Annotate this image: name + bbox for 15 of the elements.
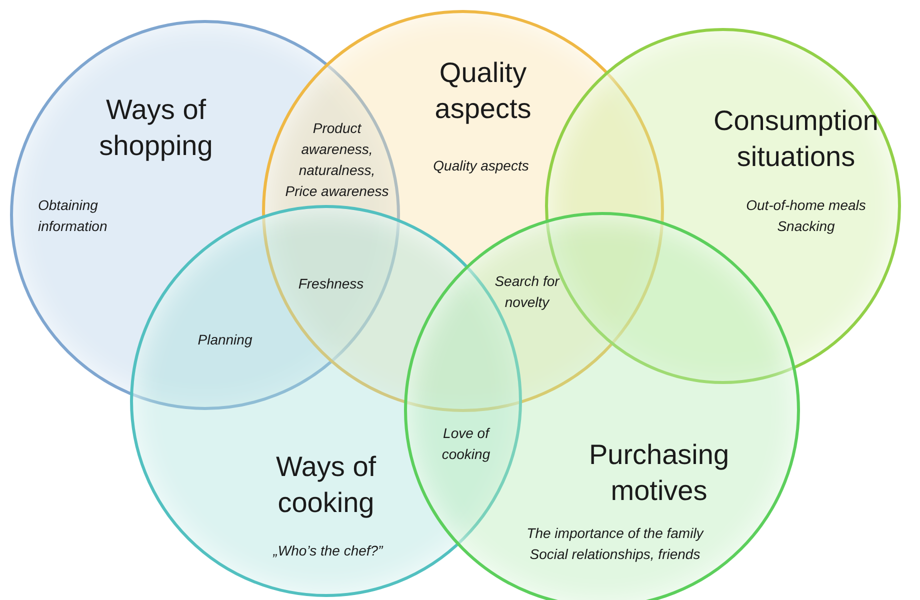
overlap-label: Product awareness, naturalness, Price awareness (284, 119, 390, 201)
circle-title: Quality aspects (434, 56, 532, 126)
circle-title: Purchasing motives (588, 438, 730, 508)
overlap-label: Freshness (297, 274, 365, 294)
overlap-label: Planning (196, 330, 254, 350)
circle-title: Ways of shopping (98, 93, 214, 163)
circle-note: The importance of the family Social relationships, friends (526, 524, 705, 564)
circle-note: Obtaining information (38, 196, 108, 236)
overlap-label: Search for novelty (494, 272, 561, 312)
overlap-label: Love of cooking (440, 424, 492, 464)
circle-note: Quality aspects (432, 156, 530, 176)
circle-title: Consumption situations (712, 104, 880, 174)
circle-note: Out-of-home meals Snacking (745, 196, 867, 236)
circle-note: „Who’s the chef?” (272, 542, 384, 560)
circle-title: Ways of cooking (274, 450, 378, 520)
